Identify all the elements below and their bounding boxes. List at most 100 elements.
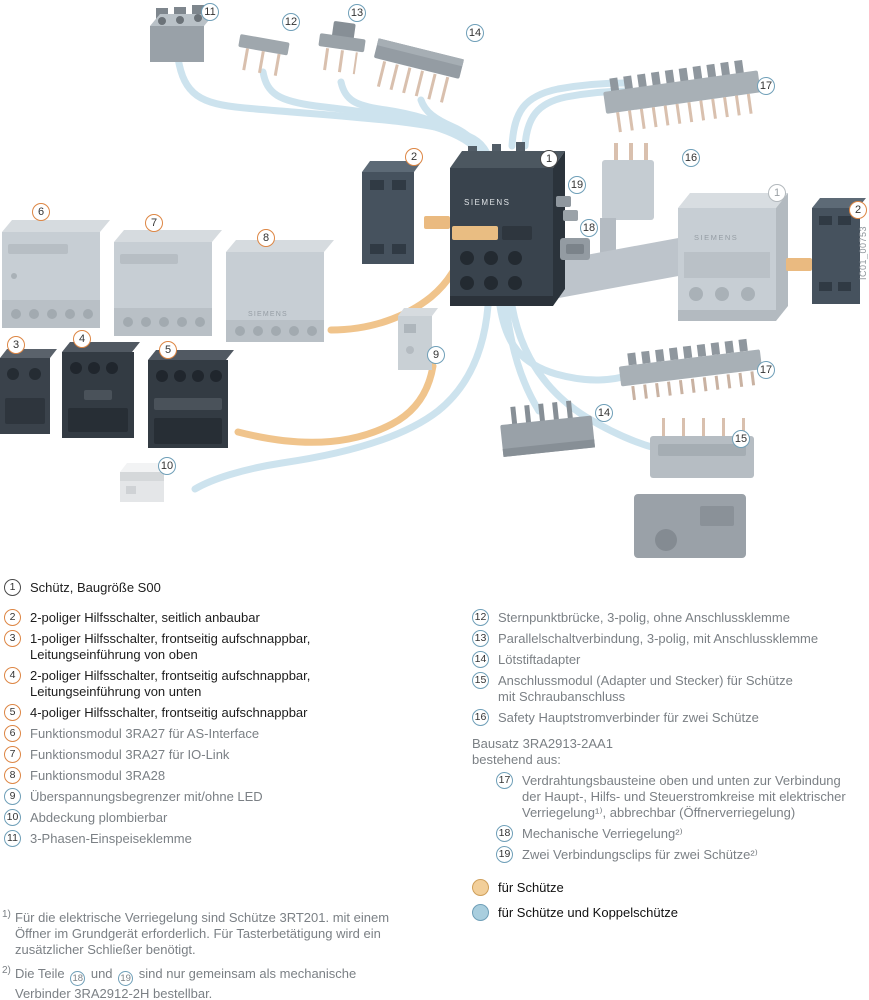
callout-12: 12 [472,609,489,626]
callout-9: 9 [4,788,21,805]
callout-16: 16 [472,709,489,726]
component-einspeiseklemme [150,5,214,62]
legend-item-label: 2-poliger Hilfsschalter, frontseitig auf… [30,668,311,699]
callout-18: 18 [496,825,513,842]
callout-11: 11 [201,3,219,21]
color-key: für Schütze für Schütze und Koppelschütze [472,879,868,921]
callout-11: 11 [4,830,21,847]
footnotes: 1)Für die elektrische Verriegelung sind … [2,909,402,1000]
callout-10: 10 [4,809,21,826]
callout-19: 19 [118,971,134,987]
component-hilfsschalter-front-1p [0,349,57,434]
component-parallelschaltverbindung [318,21,366,75]
legend-item-label: Lötstiftadapter [498,652,581,667]
component-sternpunktbruecke [238,34,290,77]
footnote-text: Die Teile 18 und 19 sind nur gemeinsam a… [15,966,357,1000]
callout-7: 7 [4,746,21,763]
legend-item-label: Überspannungsbegrenzer mit/ohne LED [30,789,263,804]
assembly-diagram: SIEMENS [0,3,868,558]
component-verdrahtungsbaustein-oben [603,59,761,133]
callout-2: 2 [405,148,423,166]
legend-item-5: 5 4-poliger Hilfsschalter, frontseitig au… [4,704,466,721]
bausatz-subtitle: bestehend aus: [472,752,561,767]
callout-4: 4 [4,667,21,684]
legend-item-9: 9 Überspannungsbegrenzer mit/ohne LED [4,788,466,805]
legend-item-10: 10 Abdeckung plombierbar [4,809,466,826]
legend-item-label: 1-poliger Hilfsschalter, frontseitig auf… [30,631,311,662]
legend-item-label: Funktionsmodul 3RA28 [30,768,166,783]
color-key-item: für Schütze und Koppelschütze [472,904,868,921]
callout-6: 6 [32,203,50,221]
callout-8: 8 [4,767,21,784]
component-verbindungsclips [556,196,578,221]
callout-9: 9 [427,346,445,364]
legend-item-label: 4-poliger Hilfsschalter, frontseitig auf… [30,705,308,720]
callout-14: 14 [472,651,489,668]
legend-item-label: 2-poliger Hilfsschalter, seitlich anbaub… [30,610,260,625]
legend-item-label: Sternpunktbrücke, 3-polig, ohne Anschlus… [498,610,790,625]
legend-item-label: Abdeckung plombierbar [30,810,168,825]
brand-label-module: SIEMENS [248,311,288,318]
component-funktionsmodul-3ra28: SIEMENS [226,240,334,342]
legend-right: 12 Sternpunktbrücke, 3-polig, ohne Anschl… [472,609,868,929]
legend-item-label: Zwei Verbindungsclips für zwei Schütze²⁾ [522,847,758,862]
component-funktionsmodul-iolink [114,230,222,336]
legend-item-12: 12 Sternpunktbrücke, 3-polig, ohne Anschl… [472,609,868,626]
footnote-marker: 2) [2,965,11,976]
legend-item-14: 14 Lötstiftadapter [472,651,868,668]
callout-3: 3 [7,336,25,354]
callout-16: 16 [682,149,700,167]
callout-18: 18 [580,219,598,237]
footnote-marker: 1) [2,909,11,920]
callout-1: 1 [768,184,786,202]
brand-label-faded: SIEMENS [694,233,738,242]
callout-14: 14 [595,404,613,422]
callout-12: 12 [282,13,300,31]
legend-right-items: 12 Sternpunktbrücke, 3-polig, ohne Anschl… [472,609,868,726]
legend-item-18: 18 Mechanische Verriegelung²⁾ [496,825,868,842]
callout-1: 1 [4,579,21,596]
callout-17: 17 [757,361,775,379]
legend-item-label: Mechanische Verriegelung²⁾ [522,826,683,841]
callout-7: 7 [145,214,163,232]
legend-item-label: Safety Hauptstromverbinder für zwei Schü… [498,710,759,725]
component-verdrahtungsbaustein-unten [619,338,762,401]
legend-item-label: Verdrahtungsbausteine oben und unten zur… [522,773,846,820]
legend-item-19: 19 Zwei Verbindungsclips für zwei Schütze… [496,846,868,863]
callout-19: 19 [496,846,513,863]
callout-18: 18 [70,971,86,987]
callout-14: 14 [466,24,484,42]
component-hilfsschalter-front-2p [62,342,140,438]
color-key-item: für Schütze [472,879,868,896]
connector-orange-left [424,216,450,229]
component-loetstiftadapter-unten [500,399,596,457]
component-schuetz: SIEMENS [450,142,565,306]
callout-5: 5 [4,704,21,721]
footnote-2: 2) Die Teile 18 und 19 sind nur gemeinsam… [2,965,402,1000]
bausatz-title: Bausatz 3RA2913-2AA1 [472,736,613,751]
component-loetstiftadapter-oben [374,38,464,104]
callout-15: 15 [732,430,750,448]
connector-orange-right [786,258,812,271]
wire-harness-blue [174,54,659,493]
color-key-label: für Schütze [498,880,564,895]
component-schuetz-faded: SIEMENS [678,193,788,321]
color-key-dot [472,904,489,921]
callout-4: 4 [73,330,91,348]
callout-1: 1 [540,150,558,168]
component-ueberspannungsbegrenzer [398,308,438,370]
callout-2: 2 [849,201,867,219]
component-hilfsschalter-seitlich-1 [362,161,422,264]
